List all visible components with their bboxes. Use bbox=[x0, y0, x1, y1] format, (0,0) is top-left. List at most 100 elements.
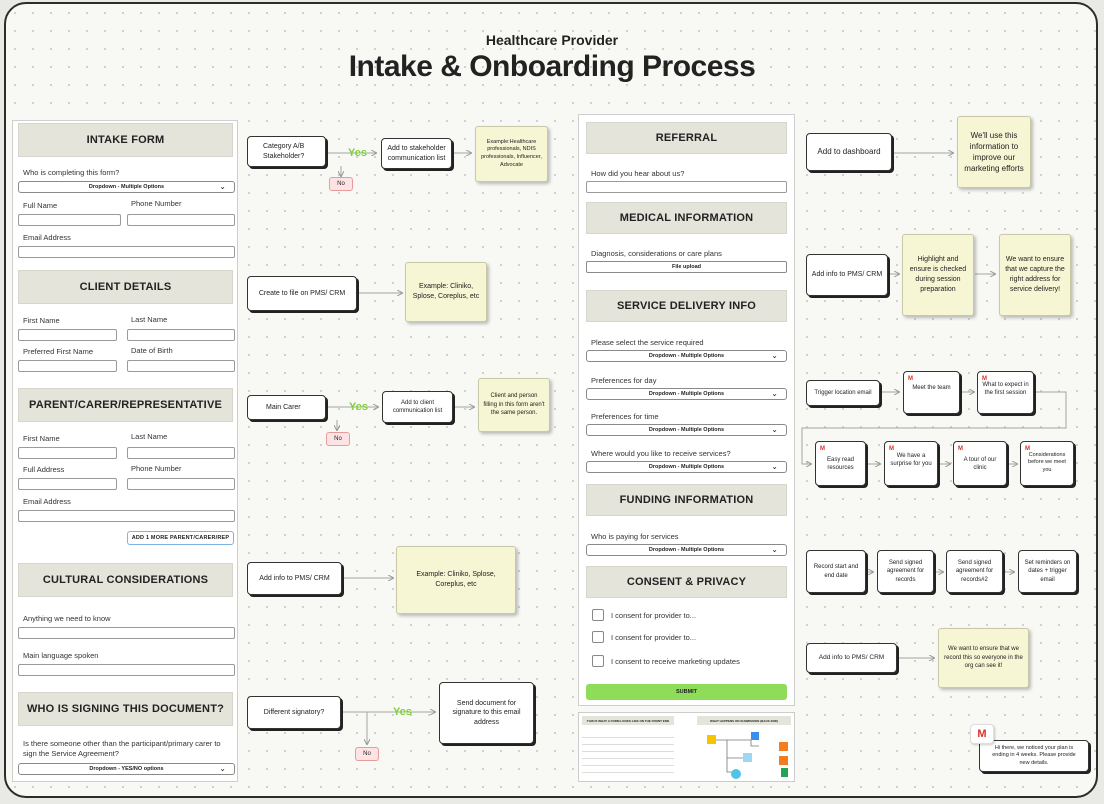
add-stakeholder-node[interactable]: Add to stakeholder communication list bbox=[381, 138, 452, 169]
record-this-note: We want to ensure that we record this so… bbox=[938, 628, 1029, 688]
considerations-email[interactable]: M Considerations before we meet you bbox=[1020, 441, 1074, 486]
dropdown-value: Dropdown - Multiple Options bbox=[88, 184, 165, 190]
main-language-label: Main language spoken bbox=[23, 651, 99, 660]
gmail-icon: M bbox=[958, 446, 963, 452]
add-client-comm-node[interactable]: Add to client communication list bbox=[382, 391, 453, 423]
service-dropdown[interactable]: Dropdown - Multiple Options ⌄ bbox=[586, 350, 787, 362]
thumbnail-form-lines bbox=[582, 731, 674, 777]
full-address-label: Full Address bbox=[23, 465, 65, 474]
yes-label: Yes bbox=[349, 401, 368, 413]
consent-checkbox-3[interactable] bbox=[592, 655, 604, 667]
chevron-down-icon: ⌄ bbox=[771, 425, 778, 434]
consent-checkbox-2[interactable] bbox=[592, 631, 604, 643]
record-start-node[interactable]: Record start and end date bbox=[806, 550, 866, 593]
phone-number-input[interactable] bbox=[127, 214, 235, 226]
consent-label-1: I consent for provider to... bbox=[611, 611, 697, 620]
gmail-icon: M bbox=[889, 446, 894, 452]
who-completing-label: Who is completing this form? bbox=[23, 168, 120, 177]
chevron-down-icon: ⌄ bbox=[771, 545, 778, 554]
example-pms-note-2: Example: Cliniko, Splose, Coreplus, etc bbox=[396, 546, 516, 614]
add-parent-button[interactable]: ADD 1 MORE PARENT/CARER/REP bbox=[127, 531, 234, 545]
email-label: A tour of our clinic bbox=[963, 457, 997, 472]
add-info-pms-node-bottom[interactable]: Add info to PMS/ CRM bbox=[806, 643, 897, 673]
where-receive-dropdown[interactable]: Dropdown - Multiple Options ⌄ bbox=[586, 461, 787, 473]
dropdown-value: Dropdown - Multiple Options bbox=[648, 391, 725, 397]
who-completing-dropdown[interactable]: Dropdown - Multiple Options ⌄ bbox=[18, 181, 235, 193]
parent-last-name-label: Last Name bbox=[131, 432, 168, 441]
main-carer-node[interactable]: Main Carer bbox=[247, 395, 326, 420]
add-info-pms-node[interactable]: Add info to PMS/ CRM bbox=[247, 562, 342, 595]
client-first-name-input[interactable] bbox=[18, 329, 117, 341]
add-dashboard-node[interactable]: Add to dashboard bbox=[806, 133, 892, 171]
easy-read-email[interactable]: M Easy read resources bbox=[815, 441, 866, 486]
chevron-down-icon: ⌄ bbox=[219, 182, 226, 191]
intake-form-heading: INTAKE FORM bbox=[18, 123, 233, 157]
submit-button[interactable]: SUBMIT bbox=[586, 684, 787, 700]
file-upload-button[interactable]: File upload bbox=[586, 261, 787, 273]
chevron-down-icon: ⌄ bbox=[771, 462, 778, 471]
hear-about-label: How did you hear about us? bbox=[591, 169, 685, 178]
pref-day-label: Preferences for day bbox=[591, 376, 657, 385]
full-address-input[interactable] bbox=[18, 478, 117, 490]
consent-checkbox-1[interactable] bbox=[592, 609, 604, 621]
dropdown-value: Dropdown - Multiple Options bbox=[648, 353, 725, 359]
gmail-icon: M bbox=[1025, 446, 1030, 452]
date-of-birth-label: Date of Birth bbox=[131, 346, 173, 355]
parent-phone-input[interactable] bbox=[127, 478, 235, 490]
different-signatory-node[interactable]: Different signatory? bbox=[247, 696, 341, 729]
parent-email-input[interactable] bbox=[18, 510, 235, 522]
no-node: No bbox=[355, 747, 379, 761]
hear-about-input[interactable] bbox=[586, 181, 787, 193]
yes-label: Yes bbox=[393, 706, 412, 718]
send-document-node[interactable]: Send document for signature to this emai… bbox=[439, 682, 534, 744]
date-of-birth-input[interactable] bbox=[127, 360, 235, 372]
client-last-name-input[interactable] bbox=[127, 329, 235, 341]
parent-first-name-input[interactable] bbox=[18, 447, 117, 459]
what-expect-email[interactable]: M What to expect in the first session bbox=[977, 371, 1034, 414]
parent-last-name-input[interactable] bbox=[127, 447, 235, 459]
gmail-icon: M bbox=[982, 376, 987, 382]
gmail-icon: M bbox=[908, 376, 913, 382]
gmail-icon: M bbox=[820, 446, 825, 452]
add-info-pms-node-right[interactable]: Add info to PMS/ CRM bbox=[806, 254, 888, 296]
category-stakeholder-node[interactable]: Category A/B Stakeholder? bbox=[247, 136, 326, 167]
send-signed-2-node[interactable]: Send signed agreement for records#2 bbox=[946, 550, 1003, 593]
send-signed-node[interactable]: Send signed agreement for records bbox=[877, 550, 934, 593]
no-node: No bbox=[329, 177, 353, 191]
consent-label-3: I consent to receive marketing updates bbox=[611, 657, 740, 666]
capture-address-note: We want to ensure that we capture the ri… bbox=[999, 234, 1071, 316]
consent-label-2: I consent for provider to... bbox=[611, 633, 697, 642]
gmail-notification: Hi there, we noticed your plan is ending… bbox=[979, 740, 1089, 772]
pref-day-dropdown[interactable]: Dropdown - Multiple Options ⌄ bbox=[586, 388, 787, 400]
funding-info-heading: FUNDING INFORMATION bbox=[586, 484, 787, 516]
marketing-note: We'll use this information to improve ou… bbox=[957, 116, 1031, 188]
anything-know-input[interactable] bbox=[18, 627, 235, 639]
meet-team-email[interactable]: M Meet the team bbox=[903, 371, 960, 414]
client-details-heading: CLIENT DETAILS bbox=[18, 270, 233, 304]
client-last-name-label: Last Name bbox=[131, 315, 168, 324]
who-signing-heading: WHO IS SIGNING THIS DOCUMENT? bbox=[18, 692, 233, 726]
parent-first-name-label: First Name bbox=[23, 434, 60, 443]
full-name-input[interactable] bbox=[18, 214, 121, 226]
email-label: What to expect in the first session bbox=[982, 382, 1029, 397]
main-language-input[interactable] bbox=[18, 664, 235, 676]
gmail-logo-icon: M bbox=[970, 724, 994, 744]
tour-clinic-email[interactable]: M A tour of our clinic bbox=[953, 441, 1007, 486]
example-stakeholder-note: Example:Healthcare professionals, NDIS p… bbox=[475, 126, 548, 182]
full-name-label: Full Name bbox=[23, 201, 58, 210]
create-file-node[interactable]: Create to file on PMS/ CRM bbox=[247, 276, 357, 311]
pref-time-dropdown[interactable]: Dropdown - Multiple Options ⌄ bbox=[586, 424, 787, 436]
email-address-input[interactable] bbox=[18, 246, 235, 258]
phone-number-label: Phone Number bbox=[131, 199, 182, 208]
dropdown-value: Dropdown - Multiple Options bbox=[648, 427, 725, 433]
surprise-email[interactable]: M We have a surprise for you bbox=[884, 441, 938, 486]
who-paying-dropdown[interactable]: Dropdown - Multiple Options ⌄ bbox=[586, 544, 787, 556]
set-reminders-node[interactable]: Set reminders on dates + trigger email bbox=[1018, 550, 1077, 593]
where-receive-label: Where would you like to receive services… bbox=[591, 449, 731, 458]
parent-email-label: Email Address bbox=[23, 497, 71, 506]
gmail-logo-letter: M bbox=[977, 728, 987, 740]
trigger-email-node[interactable]: Trigger location email bbox=[806, 380, 880, 406]
signing-dropdown[interactable]: Dropdown - YES/NO options ⌄ bbox=[18, 763, 235, 775]
no-node: No bbox=[326, 432, 350, 446]
preferred-first-name-input[interactable] bbox=[18, 360, 117, 372]
